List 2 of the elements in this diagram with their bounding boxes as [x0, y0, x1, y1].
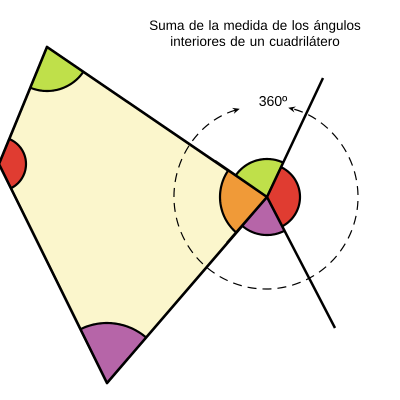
- title: Suma de la medida de los ángulos interiores de un cuadrilátero: [150, 20, 360, 46]
- angle-label: 360º: [259, 96, 288, 106]
